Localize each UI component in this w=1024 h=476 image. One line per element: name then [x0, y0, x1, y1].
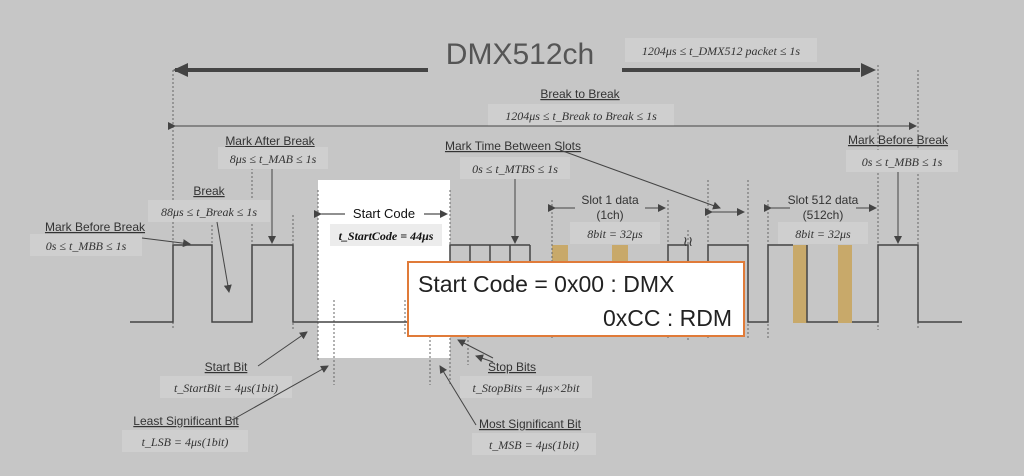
mbb-left-pointer [141, 237, 191, 248]
slot1-label: Slot 1 data [581, 193, 639, 207]
break-pointer [216, 221, 232, 293]
stop-bits-box [460, 376, 592, 398]
start-bit-label: Start Bit [205, 360, 248, 374]
break-to-break-formula: 1204μs ≤ t_Break to Break ≤ 1s [505, 109, 657, 123]
break-box [148, 200, 270, 222]
packet-time-box [625, 38, 817, 62]
msb-label: Most Significant Bit [479, 417, 582, 431]
stop-bits-label: Stop Bits [488, 360, 536, 374]
mab-box [218, 147, 328, 169]
wavy-break-icon: ≀≀ [683, 233, 694, 249]
slot1-box [570, 222, 660, 244]
packet-arrowhead-right [861, 63, 876, 77]
stop-bits-pointer-2 [475, 354, 494, 363]
callout-dmx-line: Start Code = 0x00 : DMX [418, 271, 674, 297]
msb-formula: t_MSB = 4μs(1bit) [489, 438, 579, 452]
start-code-formula: t_StartCode = 44μs [339, 229, 434, 243]
start-code-callout [407, 261, 745, 337]
lsb-formula: t_LSB = 4μs(1bit) [142, 435, 229, 449]
msb-pointer [439, 365, 477, 426]
stop-bits-formula: t_StopBits = 4μs×2bit [473, 381, 581, 395]
packet-time-formula: 1204μs ≤ t_DMX512 packet ≤ 1s [642, 44, 801, 58]
mab-formula: 8μs ≤ t_MAB ≤ 1s [230, 152, 317, 166]
mbb-right-formula: 0s ≤ t_MBB ≤ 1s [862, 155, 943, 169]
slot512-bit-bar [838, 245, 852, 323]
mbb-left-label: Mark Before Break [45, 220, 146, 234]
lsb-pointer [231, 365, 329, 421]
slot512-bit-bar [793, 245, 807, 323]
mtbs-formula: 0s ≤ t_MTBS ≤ 1s [472, 162, 558, 176]
packet-arrowhead-left [173, 63, 188, 77]
callout-rdm-line: 0xCC : RDM [603, 305, 732, 331]
lsb-box [122, 430, 248, 452]
break-formula: 88μs ≤ t_Break ≤ 1s [161, 205, 257, 219]
slot512-formula: 8bit = 32μs [795, 227, 851, 241]
start-bit-pointer [257, 331, 308, 367]
break-to-break-label: Break to Break [540, 87, 620, 101]
mbb-right-label: Mark Before Break [848, 133, 949, 147]
start-code-box [330, 224, 442, 246]
mbb-left-formula: 0s ≤ t_MBB ≤ 1s [46, 239, 127, 253]
slot512-label: Slot 512 data [788, 193, 859, 207]
msb-box [472, 433, 596, 455]
mbb-left-box [30, 234, 142, 256]
start-bit-box [160, 376, 292, 398]
mtbs-slot-pointer [559, 149, 721, 210]
break-to-break-box [488, 104, 674, 126]
break-label: Break [193, 184, 225, 198]
slot1-sublabel: (1ch) [596, 208, 623, 222]
diagram-title: DMX512ch [446, 38, 594, 71]
start-code-label: Start Code [353, 206, 415, 221]
mtbs-box [460, 157, 570, 179]
lsb-label: Least Significant Bit [133, 414, 239, 428]
start-bit-formula: t_StartBit = 4μs(1bit) [174, 381, 278, 395]
mbb-right-box [846, 150, 958, 172]
slot512-box [778, 222, 868, 244]
stop-bits-pointer-1 [457, 339, 494, 359]
slot512-sublabel: (512ch) [803, 208, 844, 222]
mtbs-label: Mark Time Between Slots [445, 139, 581, 153]
mab-label: Mark After Break [225, 134, 315, 148]
slot1-formula: 8bit = 32μs [587, 227, 643, 241]
